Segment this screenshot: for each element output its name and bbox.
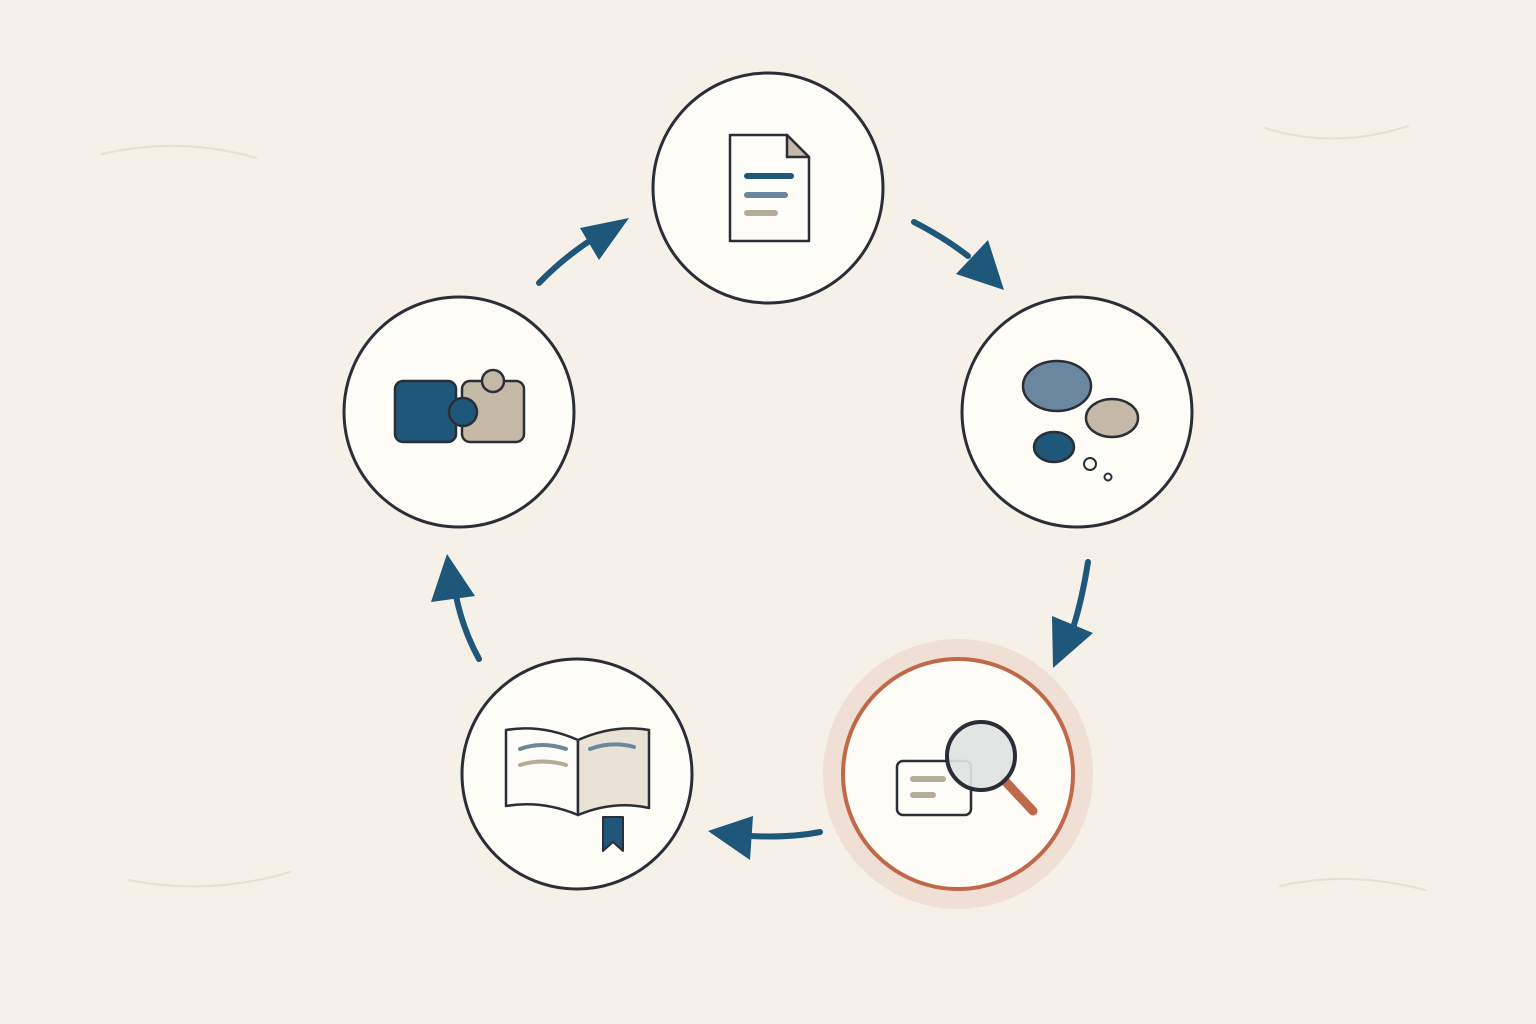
arrowhead-icon bbox=[708, 816, 753, 860]
document-icon bbox=[728, 133, 811, 243]
thought-bubbles-icon bbox=[1021, 359, 1140, 482]
step-3-node-highlighted[interactable] bbox=[823, 639, 1093, 909]
arrow-step4-to-step5 bbox=[431, 554, 482, 662]
arrowhead-icon bbox=[1052, 616, 1093, 668]
arrowhead-icon bbox=[431, 554, 475, 602]
step-5-node[interactable] bbox=[342, 295, 576, 529]
decorative-curve bbox=[1264, 125, 1409, 140]
arrow-step2-to-step3 bbox=[1052, 559, 1093, 668]
arrowhead-icon bbox=[956, 240, 1004, 290]
arrow-step1-to-step2 bbox=[911, 219, 1004, 290]
step-2-node[interactable] bbox=[960, 295, 1194, 529]
decorative-curves bbox=[101, 125, 1426, 891]
cycle-arrows bbox=[431, 218, 1093, 860]
arrow-shaft bbox=[1070, 559, 1091, 631]
arrow-shaft bbox=[453, 593, 482, 662]
arrow-shaft bbox=[911, 219, 971, 259]
arrowhead-icon bbox=[580, 218, 629, 260]
decorative-curve bbox=[127, 871, 291, 888]
node-circle bbox=[960, 295, 1194, 529]
arrow-shaft bbox=[747, 829, 823, 840]
step-1-node[interactable] bbox=[651, 71, 885, 305]
decorative-curve bbox=[101, 144, 257, 159]
arrow-step5-to-step1 bbox=[536, 218, 629, 286]
open-book-bookmark-icon bbox=[504, 727, 651, 852]
magnifier-card-icon bbox=[895, 720, 1038, 817]
puzzle-pieces-icon bbox=[393, 368, 526, 444]
arrow-step3-to-step4 bbox=[708, 816, 823, 860]
step-4-node[interactable] bbox=[460, 657, 694, 891]
decorative-curve bbox=[1279, 877, 1426, 891]
